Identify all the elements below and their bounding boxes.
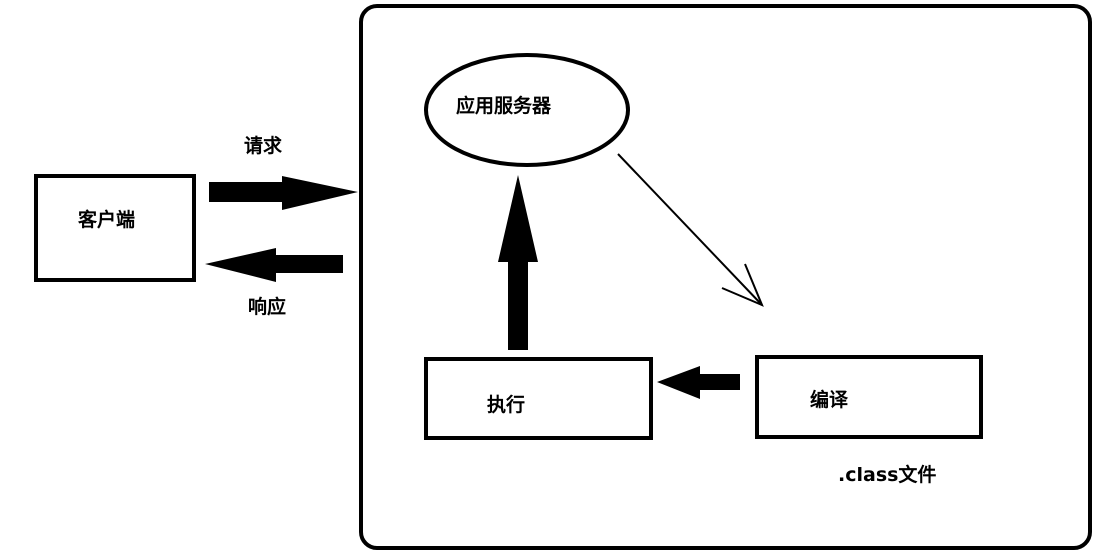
response-label: 响应 [248,296,287,318]
execute-to-server-arrow [498,175,538,350]
execute-label: 执行 [487,394,526,416]
response-arrow [205,248,343,282]
execute-box [424,357,653,440]
compile-to-execute-arrow [657,366,740,399]
client-box [34,174,196,282]
class-file-label: .class文件 [838,464,937,486]
request-arrow [209,176,358,210]
app-server-ellipse [424,53,630,167]
request-label: 请求 [244,135,283,157]
compile-box [755,355,983,439]
server-container [359,4,1092,550]
client-label: 客户端 [78,209,136,231]
compile-pointer-arrowhead [721,263,764,307]
compile-label: 编译 [810,389,849,411]
compile-pointer-arrow [617,153,763,306]
app-server-label: 应用服务器 [456,95,552,117]
